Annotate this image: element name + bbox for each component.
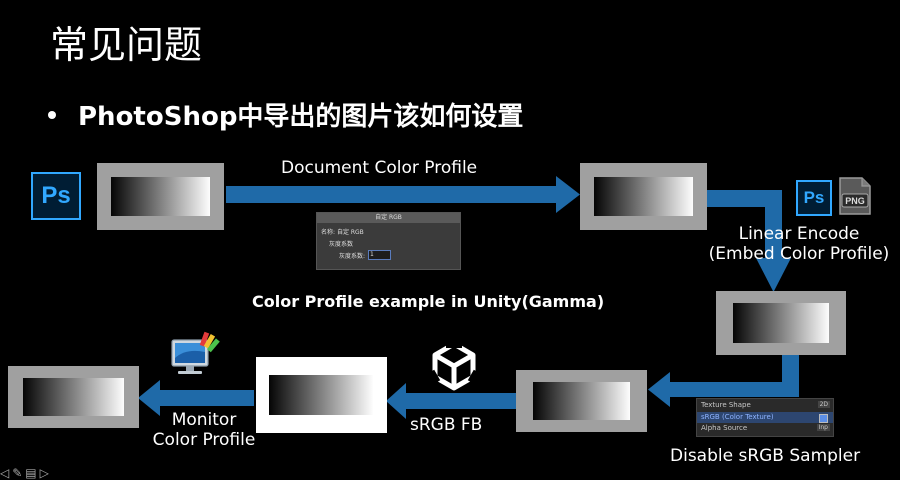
label-linear-encode-line2: (Embed Color Profile): [708, 244, 890, 264]
label-linear-encode: Linear Encode (Embed Color Profile): [708, 224, 890, 264]
inspector-alpha-source: Alpha Source: [701, 424, 748, 432]
arrow-linear-encode-v: [765, 190, 782, 260]
arrow-monitor-profile: [158, 390, 254, 406]
gradient-frame-exported: [580, 163, 707, 230]
arrow-sampler-head: [648, 372, 670, 407]
label-monitor-color-profile: Monitor Color Profile: [140, 410, 268, 450]
label-disable-srgb-sampler: Disable sRGB Sampler: [670, 446, 861, 466]
label-caption: Color Profile example in Unity(Gamma): [252, 292, 605, 311]
gamma-dialog-name-value: 自定 RGB: [336, 229, 364, 236]
unity-logo-icon: [426, 338, 482, 391]
arrow-srgb-fb-head: [386, 383, 406, 419]
inspector-texture-shape: Texture Shape: [701, 401, 751, 409]
gradient-frame-imported: [716, 291, 846, 355]
png-file-icon-text: PNG: [845, 196, 865, 206]
label-document-color-profile: Document Color Profile: [281, 158, 478, 178]
arrow-srgb-fb: [404, 393, 516, 409]
gradient-frame-source: [97, 163, 224, 230]
prev-slide-icon[interactable]: ◁: [0, 466, 10, 480]
gamma-dialog-section: 灰度系数: [329, 241, 354, 248]
label-srgb-fb: sRGB FB: [410, 415, 483, 435]
gamma-dialog-field-input[interactable]: 1: [368, 250, 391, 260]
slide-bullet: PhotoShop中导出的图片该如何设置: [48, 96, 523, 133]
inspector-highlight-row: [697, 412, 833, 423]
gradient-frame-framebuffer: [256, 357, 387, 433]
arrow-monitor-profile-head: [138, 380, 160, 416]
bullet-dot: [48, 110, 56, 119]
inspector-alpha-source-value[interactable]: Inp: [816, 424, 830, 431]
gradient-frame-monitor: [8, 366, 139, 428]
monitor-color-icon: [171, 331, 220, 374]
gamma-dialog: 自定 RGB 名称: 自定 RGB 灰度系数 灰度系数: 1: [316, 212, 461, 270]
png-file-icon: PNG: [839, 177, 871, 215]
slide-title: 常见问题: [50, 23, 203, 67]
arrow-sampler-h: [668, 382, 799, 397]
bullet-text: PhotoShop中导出的图片该如何设置: [78, 102, 524, 132]
inspector-srgb-toggle-label: sRGB (Color Texture): [701, 413, 774, 421]
slide-nav: ◁✎▤▷: [0, 466, 52, 480]
pen-icon[interactable]: ✎: [12, 466, 23, 480]
arrow-document-profile-head: [556, 176, 580, 213]
gamma-dialog-name-row: 名称: 自定 RGB: [321, 227, 364, 236]
gradient-frame-sampled: [516, 370, 647, 432]
texture-inspector: Texture Shape 2D sRGB (Color Texture) Al…: [696, 398, 834, 437]
arrow-document-profile: [226, 186, 556, 203]
label-monitor-line2: Color Profile: [152, 430, 256, 450]
gamma-dialog-field-label: 灰度系数:: [339, 253, 366, 260]
inspector-texture-shape-value[interactable]: 2D: [817, 401, 830, 408]
label-linear-encode-line1: Linear Encode: [738, 224, 860, 244]
gamma-dialog-title: 自定 RGB: [317, 213, 460, 223]
menu-icon[interactable]: ▤: [25, 466, 37, 480]
inspector-srgb-checkbox[interactable]: [819, 414, 828, 423]
gamma-dialog-name-label: 名称:: [321, 229, 336, 236]
photoshop-icon-small: Ps: [796, 180, 832, 216]
photoshop-icon: Ps: [31, 172, 81, 220]
arrow-linear-encode-h: [706, 190, 782, 207]
next-slide-icon[interactable]: ▷: [39, 466, 49, 480]
label-monitor-line1: Monitor: [171, 410, 237, 430]
arrow-linear-encode-head: [756, 258, 791, 292]
